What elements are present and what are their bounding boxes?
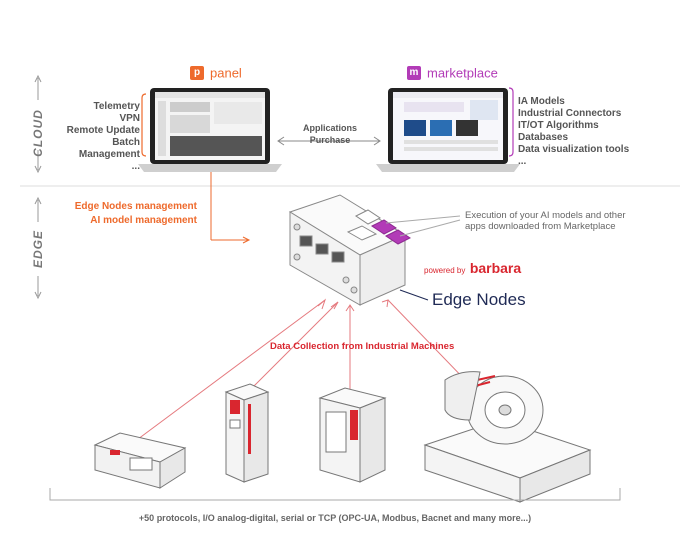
data-collection-label: Data Collection from Industrial Machines [270, 341, 455, 352]
edge-nodes-label: Edge Nodes [432, 290, 526, 309]
marketplace-features-list: IA Models Industrial Connectors IT/OT Al… [518, 96, 678, 168]
marketplace-feature: Data visualization tools [518, 144, 630, 155]
panel-laptop-illustration [138, 88, 282, 172]
powered-by: powered by barbara [424, 260, 521, 278]
cloud-side-arrows [34, 74, 42, 174]
edge-management-list: Edge Nodes management AI model managemen… [60, 200, 197, 228]
panel-feature: VPN [119, 113, 140, 124]
marketplace-features-bracket [508, 87, 514, 157]
edge-section-label: EDGE [31, 230, 45, 269]
marketplace-feature: IA Models [518, 96, 565, 107]
edge-nodes-pointer [399, 289, 429, 301]
panel-logo-icon: p [190, 65, 204, 80]
powered-by-prefix: powered by [424, 266, 466, 275]
machine-coil [423, 371, 592, 503]
panel-to-edge-connector [210, 172, 251, 244]
panel-name: panel [210, 65, 242, 81]
panel-features-bracket [141, 93, 147, 157]
panel-feature: ... [131, 161, 140, 172]
edge-side-arrows [34, 196, 42, 300]
applications-purchase-arrow [277, 136, 381, 146]
machine-cnc [318, 387, 387, 483]
machine-controller [93, 432, 187, 489]
machine-cabinet [224, 383, 270, 483]
edge-node-device [288, 194, 411, 306]
execution-note-line: apps downloaded from Marketplace [465, 221, 616, 232]
applications-purchase-label: Applications Purchase [302, 123, 357, 145]
panel-feature: Telemetry [93, 101, 140, 112]
panel-features-list: Telemetry VPN Remote Update Batch Manage… [60, 101, 140, 173]
marketplace-name: marketplace [427, 65, 498, 81]
barbara-logo: barbara [469, 260, 522, 276]
marketplace-brand: m marketplace [407, 64, 498, 82]
protocols-note: +50 protocols, I/O analog-digital, seria… [138, 513, 532, 523]
marketplace-feature: ... [518, 156, 527, 167]
cloud-section-label: CLOUD [31, 109, 45, 157]
marketplace-feature: Industrial Connectors [518, 108, 622, 119]
edge-management-item: AI model management [90, 215, 197, 226]
execution-note-line: Execution of your AI models and other [465, 210, 626, 221]
execution-pointer-lines [385, 215, 461, 237]
panel-feature: Remote Update [66, 125, 140, 136]
marketplace-laptop-illustration [376, 88, 520, 172]
marketplace-feature: Databases [518, 132, 569, 143]
edge-management-item: Edge Nodes management [74, 201, 197, 212]
marketplace-logo-icon: m [407, 65, 421, 80]
data-collection-lines [129, 298, 471, 446]
execution-note: Execution of your AI models and other ap… [465, 210, 626, 232]
protocols-bracket [49, 488, 621, 501]
marketplace-feature: IT/OT Algorithms [518, 120, 599, 131]
panel-feature: Batch Management [78, 137, 140, 160]
